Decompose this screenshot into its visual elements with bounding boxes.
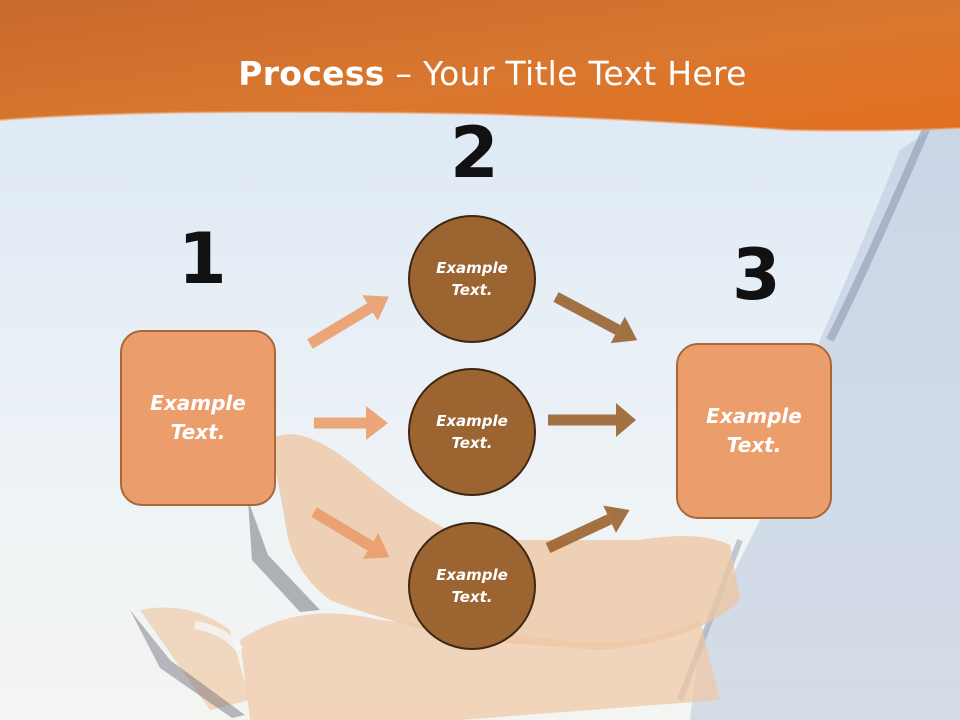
slide-title: Process – Your Title Text Here bbox=[0, 54, 960, 93]
circle-middle-line2: Text. bbox=[451, 434, 493, 452]
title-rest: – Your Title Text Here bbox=[384, 54, 747, 93]
circle-top-line2: Text. bbox=[451, 281, 493, 299]
circle-middle-line1: Example bbox=[436, 411, 508, 430]
arrow-top-to-right bbox=[553, 292, 638, 344]
arrow-left-to-middle bbox=[314, 406, 388, 440]
right-box-line1: Example bbox=[706, 404, 802, 428]
arrow-middle-to-right bbox=[548, 403, 636, 437]
left-box-line1: Example bbox=[150, 391, 246, 415]
circle-bottom-line1: Example bbox=[436, 565, 508, 584]
circle-bottom-line2: Text. bbox=[451, 588, 493, 606]
arrow-left-to-bottom bbox=[311, 507, 390, 559]
arrow-bottom-to-right bbox=[545, 505, 630, 553]
step-number-2: 2 bbox=[450, 112, 499, 194]
right-box-line2: Text. bbox=[726, 433, 782, 457]
arrow-left-to-top bbox=[307, 295, 389, 349]
step-number-3: 3 bbox=[732, 234, 781, 316]
title-bold: Process bbox=[238, 54, 385, 93]
circle-top-line1: Example bbox=[436, 258, 508, 277]
step-number-1: 1 bbox=[178, 218, 227, 300]
left-box-line2: Text. bbox=[170, 420, 226, 444]
header-band bbox=[0, 0, 960, 132]
